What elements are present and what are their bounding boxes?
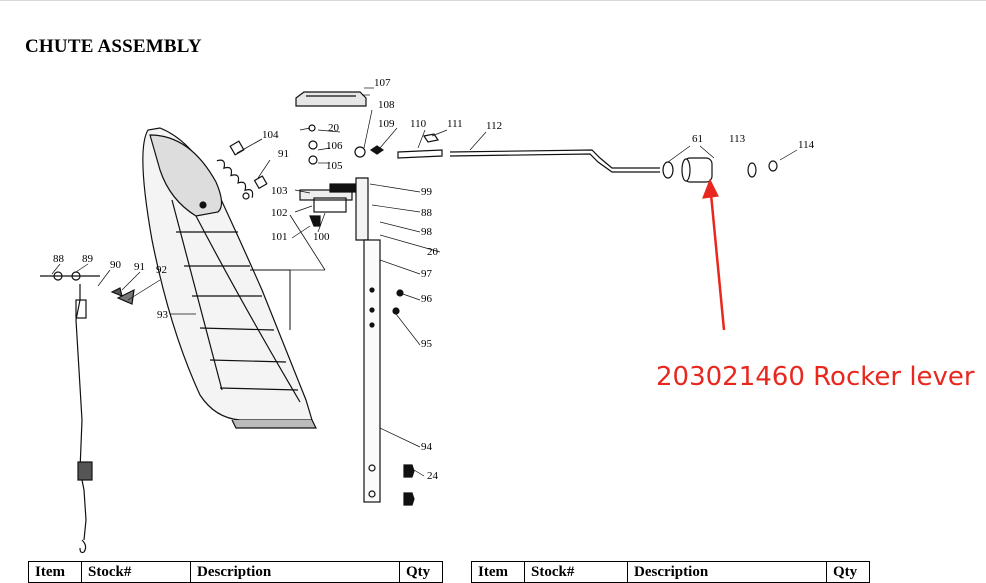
col-qty: Qty	[399, 561, 443, 583]
callout-94: 94	[421, 441, 433, 453]
callout-105: 105	[326, 160, 343, 172]
top-border	[0, 0, 986, 1]
callout-99: 99	[421, 186, 433, 198]
col-stock: Stock#	[81, 561, 191, 583]
callout-104: 104	[262, 129, 279, 141]
rocker-lever-annotation: 203021460 Rocker lever	[656, 362, 975, 392]
callout-106: 106	[326, 140, 343, 152]
callout-98: 98	[421, 226, 433, 238]
callout-89: 89	[82, 253, 94, 265]
part-cable	[40, 271, 135, 554]
parts-table-left: Item Stock# Description Qty	[28, 561, 443, 583]
callout-88b: 88	[53, 253, 65, 265]
callout-111: 111	[447, 118, 463, 130]
callout-103: 103	[271, 185, 288, 197]
part-107-cap	[295, 91, 367, 107]
parts-table-right: Item Stock# Description Qty	[471, 561, 870, 583]
col-description: Description	[627, 561, 827, 583]
fastener-group-top	[229, 124, 385, 190]
callout-96: 96	[421, 293, 433, 305]
callout-90: 90	[110, 259, 122, 271]
col-description: Description	[190, 561, 400, 583]
page-title: CHUTE ASSEMBLY	[25, 36, 202, 57]
callout-20a: 20	[328, 122, 340, 134]
callout-93: 93	[157, 309, 169, 321]
callout-91b: 91	[134, 261, 145, 273]
callout-108: 108	[378, 99, 395, 111]
annotation-arrow	[702, 178, 726, 331]
callout-112: 112	[486, 120, 502, 132]
part-112-shaft	[397, 133, 660, 173]
callout-113: 113	[729, 133, 746, 145]
part-93-chute	[142, 127, 317, 429]
col-item: Item	[471, 561, 525, 583]
callout-109: 109	[378, 118, 395, 130]
col-stock: Stock#	[524, 561, 628, 583]
callout-24: 24	[427, 470, 439, 482]
callout-110: 110	[410, 118, 427, 130]
callout-20b: 20	[427, 246, 439, 258]
part-104-spring	[216, 138, 263, 200]
callout-107: 107	[374, 77, 391, 89]
part-113-rocker-lever	[662, 157, 778, 183]
callout-97: 97	[421, 268, 433, 280]
part-94-bar	[363, 239, 415, 506]
col-item: Item	[28, 561, 82, 583]
callout-102: 102	[271, 207, 288, 219]
callout-91a: 91	[278, 148, 289, 160]
callout-114: 114	[798, 139, 815, 151]
leader-lines	[51, 87, 798, 477]
callout-101: 101	[271, 231, 288, 243]
part-bracket-assembly	[289, 177, 369, 271]
callout-92: 92	[156, 264, 167, 276]
callout-labels: 107 108 109 110 111 112 20 104 106 91 10…	[53, 77, 815, 482]
callout-88a: 88	[421, 207, 433, 219]
callout-95: 95	[421, 338, 433, 350]
col-qty: Qty	[826, 561, 870, 583]
callout-61: 61	[692, 133, 703, 145]
callout-100: 100	[313, 231, 330, 243]
